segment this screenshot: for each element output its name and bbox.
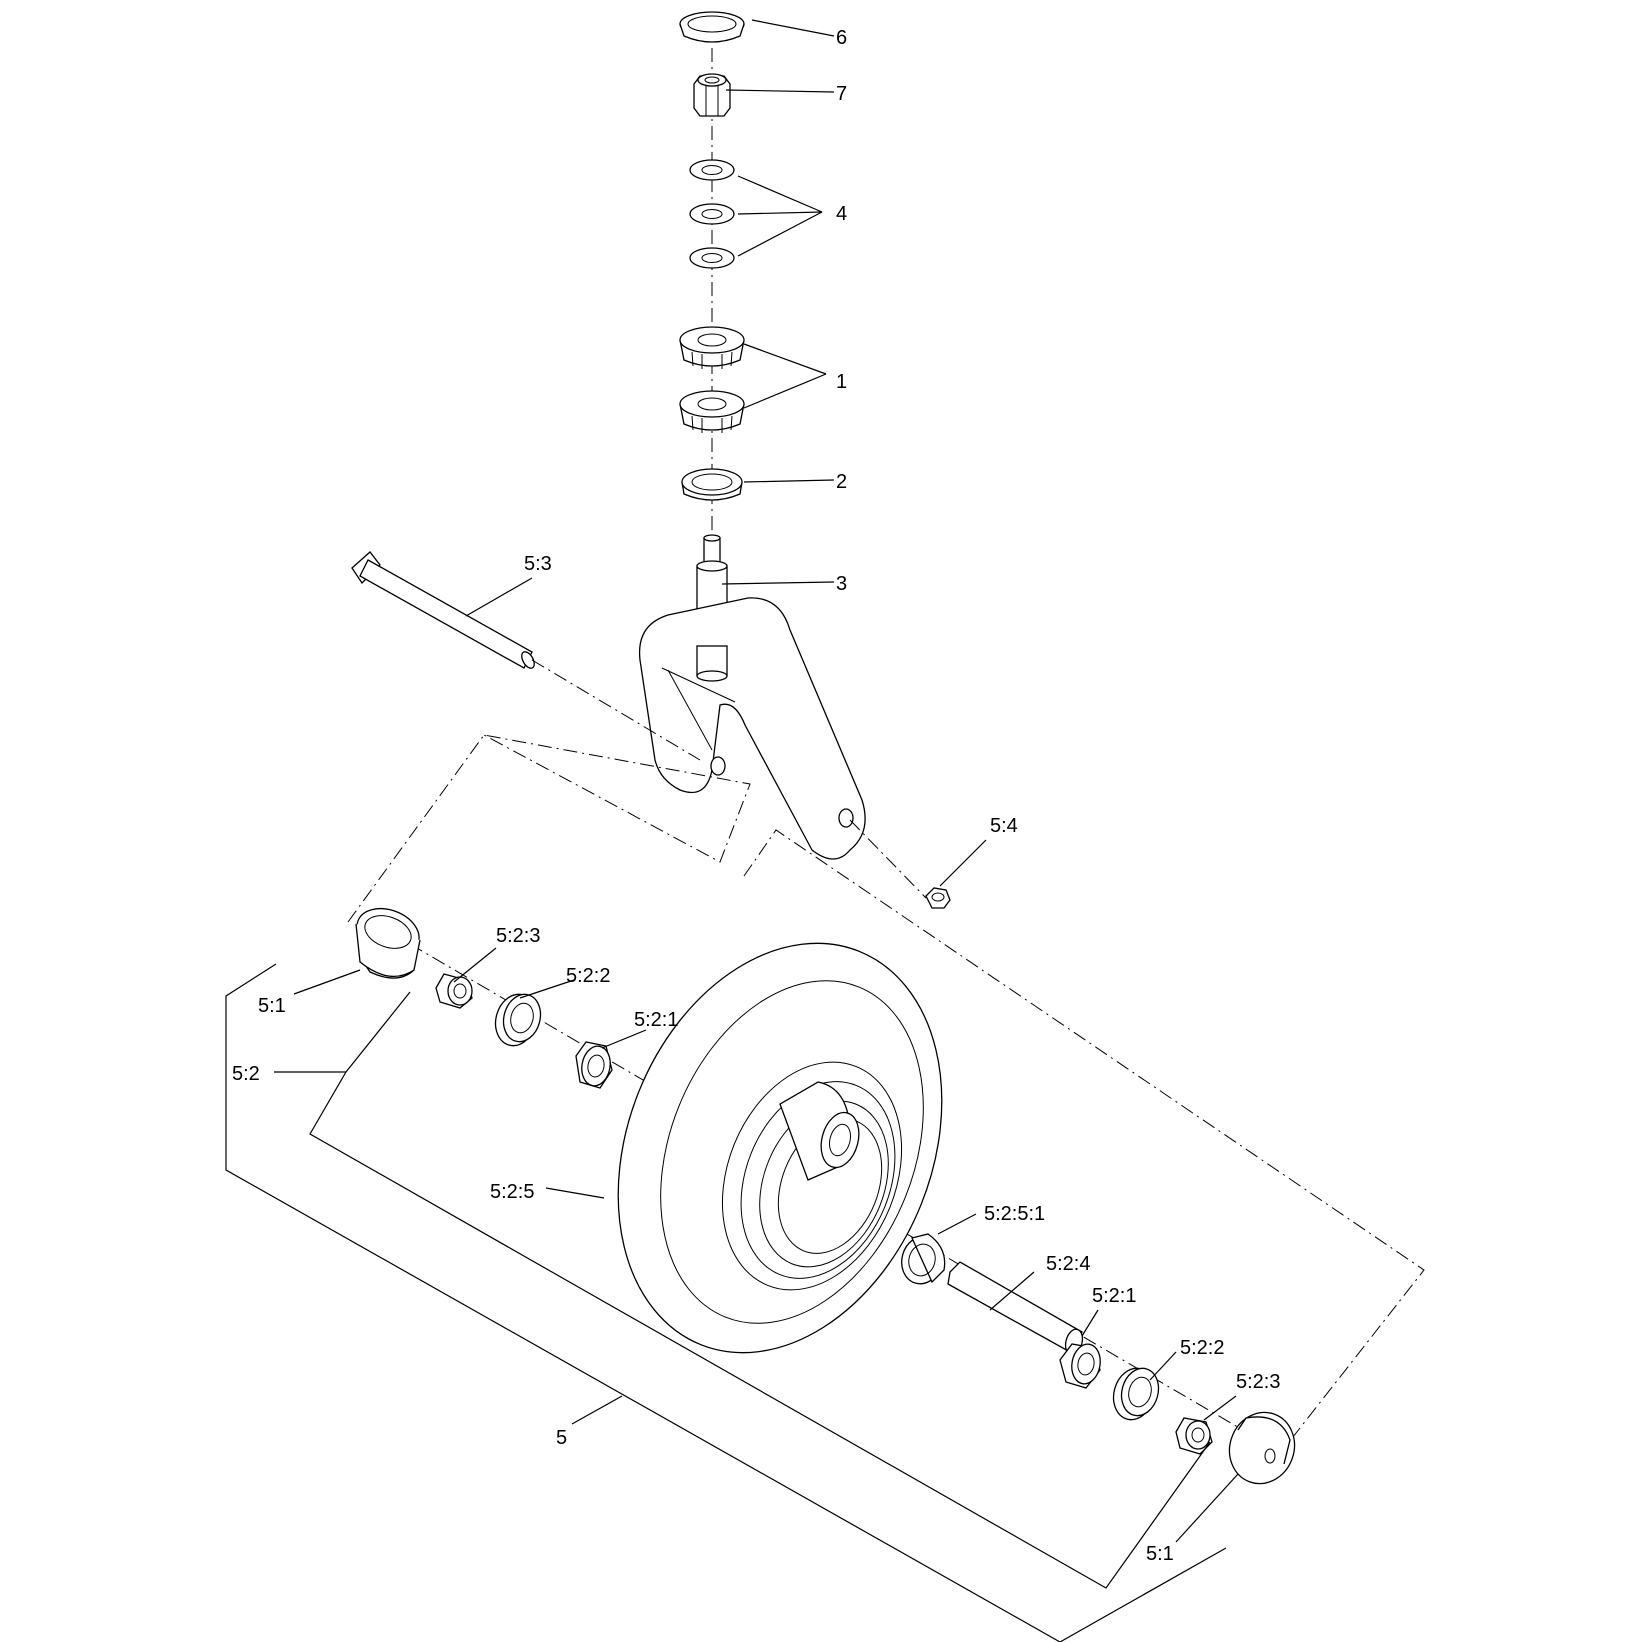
nut-axis-line bbox=[849, 819, 927, 899]
callout-1: 1 bbox=[836, 371, 847, 393]
bolt-axis-line bbox=[531, 659, 701, 761]
callout-5-4: 5:4 bbox=[990, 815, 1018, 837]
callout-5-2-1-right: 5:2:1 bbox=[1092, 1285, 1136, 1307]
callout-5-2-3-left: 5:2:3 bbox=[496, 925, 540, 947]
callout-5-2-2-right: 5:2:2 bbox=[1180, 1337, 1224, 1359]
wheel-axis-line bbox=[409, 943, 1261, 1441]
part-1-bearings bbox=[679, 326, 745, 433]
part-5-1-spacer-right bbox=[1228, 1411, 1296, 1485]
callout-5: 5 bbox=[556, 1427, 567, 1449]
part-5-4-nut bbox=[925, 887, 951, 909]
callout-5-2-5-1: 5:2:5:1 bbox=[984, 1203, 1045, 1225]
assembly-brackets bbox=[225, 963, 1227, 1642]
callout-5-2-3-right: 5:2:3 bbox=[1236, 1371, 1280, 1393]
callout-6: 6 bbox=[836, 27, 847, 49]
callout-5-2-2-left: 5:2:2 bbox=[566, 965, 610, 987]
callout-5-2-4: 5:2:4 bbox=[1046, 1253, 1090, 1275]
part-5-2-1-bearing-right bbox=[1059, 1343, 1101, 1389]
part-5-2-4-spacer-tube bbox=[947, 1261, 1084, 1356]
part-5-2-1-bearing-left bbox=[575, 1041, 613, 1089]
assembly-box-left bbox=[347, 734, 751, 923]
callout-5-3: 5:3 bbox=[524, 553, 552, 575]
callout-5-2-5: 5:2:5 bbox=[490, 1181, 534, 1203]
part-5-2-3-spacer-left bbox=[435, 973, 473, 1009]
part-5-3-bolt bbox=[351, 551, 535, 669]
callout-5-2-1-left: 5:2:1 bbox=[634, 1009, 678, 1031]
part-7-nut bbox=[693, 73, 731, 117]
part-2-bearing-cup bbox=[681, 468, 743, 501]
part-6-dust-cap bbox=[679, 11, 745, 43]
leader-lines bbox=[274, 19, 1239, 1543]
callout-5-2: 5:2 bbox=[232, 1063, 260, 1085]
part-3-caster-fork bbox=[638, 534, 866, 860]
callout-5-1-left: 5:1 bbox=[258, 995, 286, 1017]
part-5-2-2-seal-right bbox=[1112, 1367, 1160, 1421]
part-5-2-3-spacer-right bbox=[1175, 1417, 1213, 1455]
part-5-1-spacer-left bbox=[355, 907, 421, 979]
part-5-2-2-seal-left bbox=[494, 993, 542, 1047]
callout-3: 3 bbox=[836, 573, 847, 595]
callout-7: 7 bbox=[836, 83, 847, 105]
callout-5-1-right: 5:1 bbox=[1146, 1543, 1174, 1565]
assembly-box-right bbox=[743, 829, 1425, 1457]
part-4-washers bbox=[689, 159, 735, 269]
part-5-2-5-wheel bbox=[617, 942, 943, 1354]
callout-2: 2 bbox=[836, 471, 847, 493]
callout-4: 4 bbox=[836, 203, 847, 225]
part-5-2-5-1-cup bbox=[901, 1233, 946, 1285]
callout-labels: 6 7 4 1 2 3 5:3 5:4 5:2:3 5:2:2 5:2:1 5:… bbox=[232, 27, 1280, 1565]
